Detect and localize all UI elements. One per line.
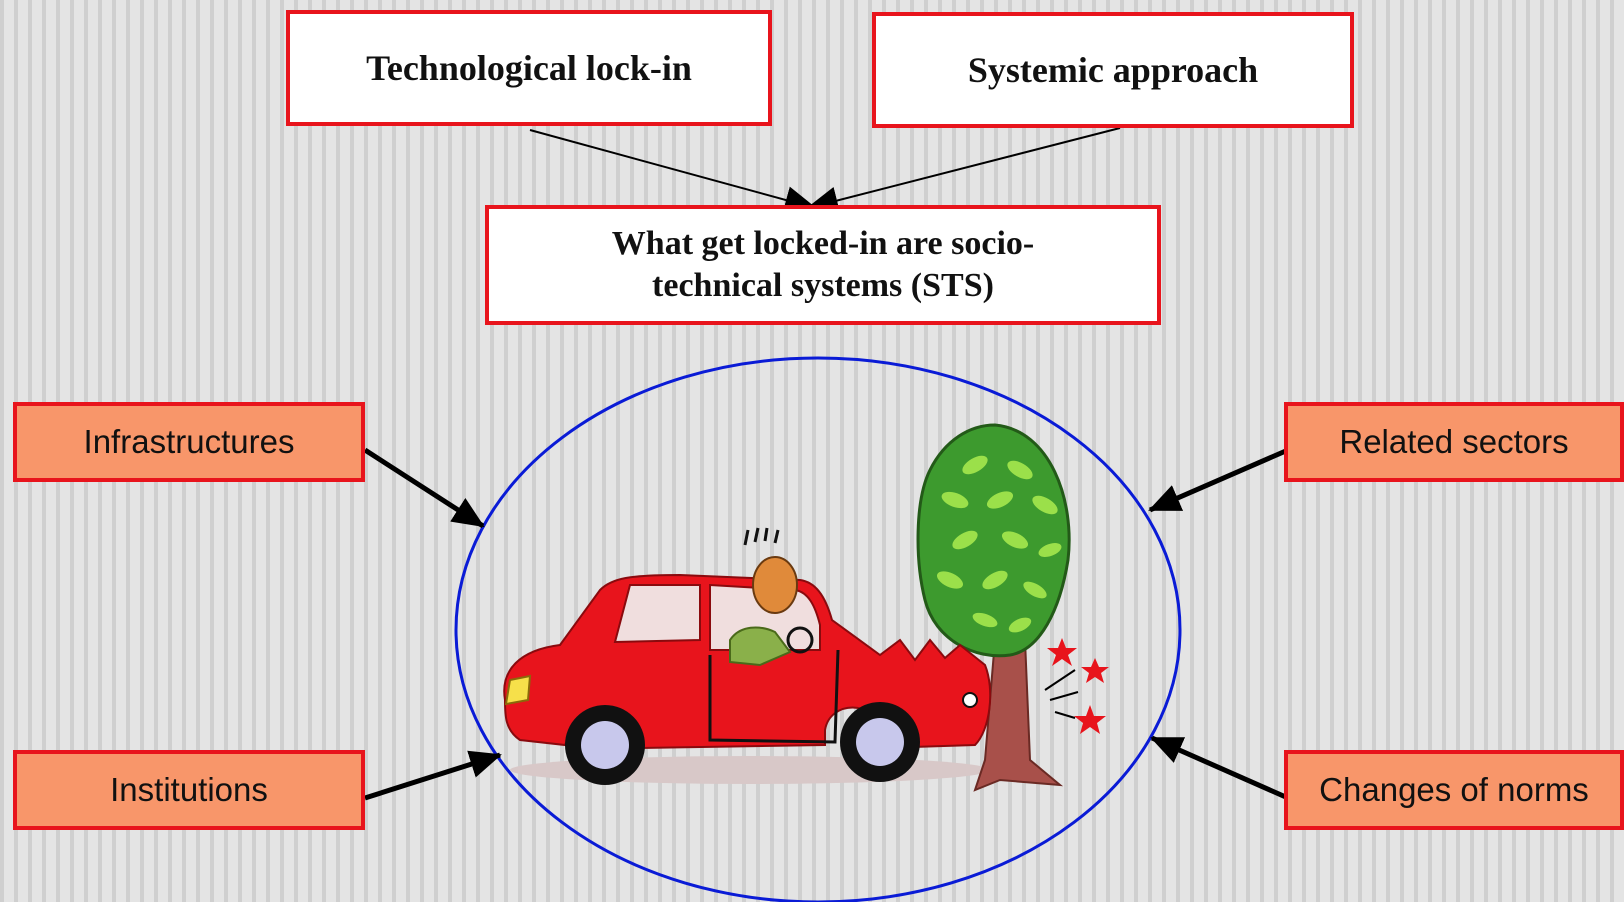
tree-icon: [916, 423, 1071, 792]
car-icon: [503, 527, 992, 785]
technological-lockin-label: Technological lock-in: [366, 48, 692, 88]
institutions-box: Institutions: [13, 750, 365, 830]
arrow-lockin-to-sts: [529, 129, 817, 214]
systemic-approach-box: Systemic approach: [872, 12, 1354, 128]
arrow-changes-of-norms: [1150, 735, 1290, 801]
infrastructures-label: Infrastructures: [83, 423, 295, 460]
related-sectors-label: Related sectors: [1339, 423, 1569, 460]
changes-of-norms-box: Changes of norms: [1284, 750, 1624, 830]
arrow-systemic-to-sts: [806, 127, 1121, 215]
sts-box: What get locked-in are socio- technical …: [485, 205, 1161, 325]
sts-ellipse: [454, 356, 1182, 902]
systemic-approach-label: Systemic approach: [967, 50, 1259, 90]
infrastructures-box: Infrastructures: [13, 402, 365, 482]
institutions-label: Institutions: [110, 771, 268, 808]
related-sectors-box: Related sectors: [1284, 402, 1624, 482]
arrow-related-sectors: [1148, 447, 1289, 513]
arrow-infrastructures: [363, 447, 485, 529]
technological-lockin-box: Technological lock-in: [286, 10, 772, 126]
arrow-institutions: [364, 750, 502, 801]
impact-stars-icon: [1044, 638, 1109, 734]
sts-label-line1: What get locked-in are socio-: [611, 225, 1035, 262]
changes-of-norms-label: Changes of norms: [1319, 771, 1589, 808]
sts-label-line2: technical systems (STS): [652, 267, 994, 304]
